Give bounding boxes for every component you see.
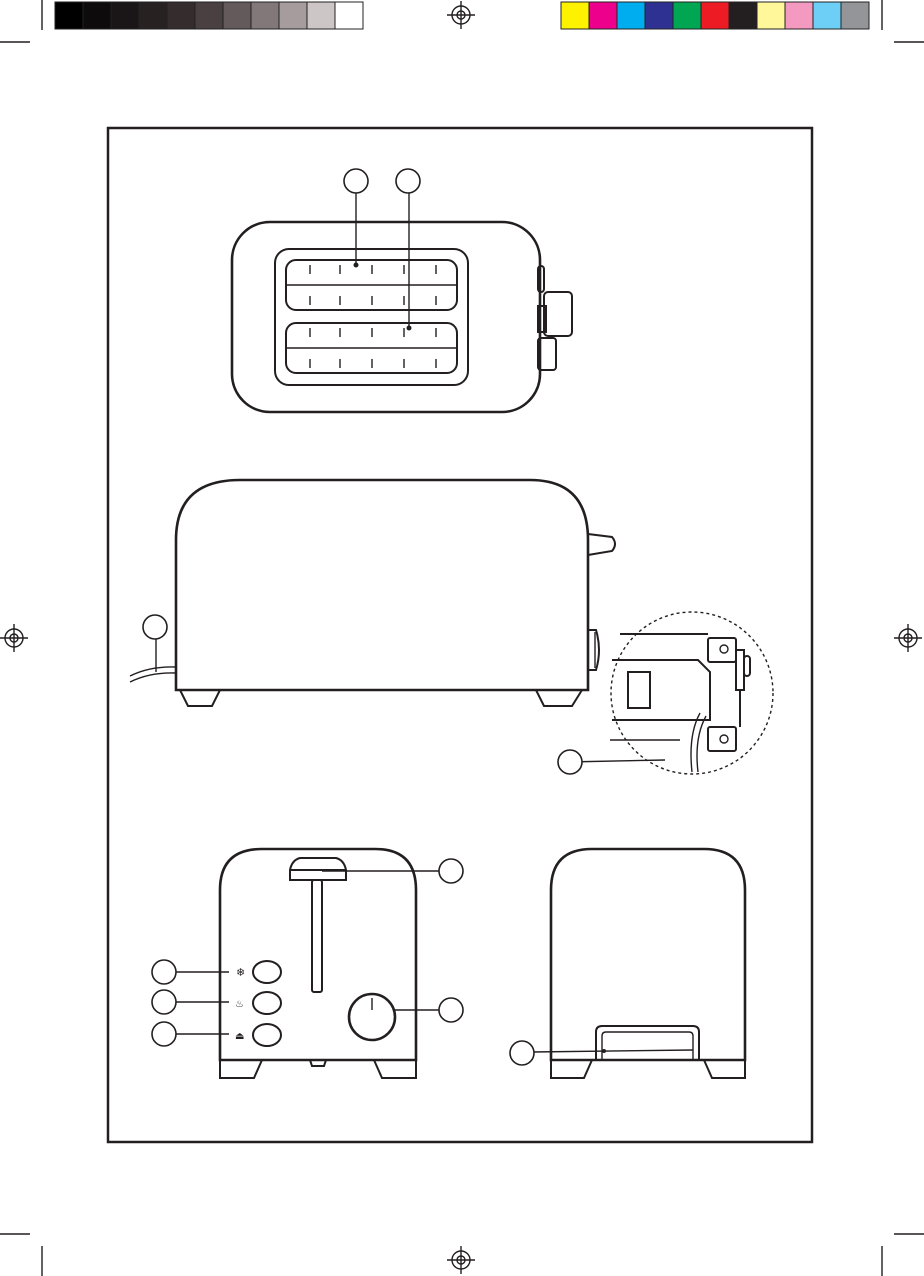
callout-lever — [439, 859, 463, 883]
defrost-icon: ❄ — [236, 966, 245, 979]
color-swatch-7 — [757, 2, 785, 29]
toaster-top-view — [232, 193, 572, 412]
color-swatch-0 — [561, 2, 589, 29]
callout-reheat — [152, 990, 176, 1014]
callout-cord-storage — [558, 750, 582, 774]
color-swatch-10 — [841, 2, 869, 29]
color-swatch-3 — [645, 2, 673, 29]
callout-cancel — [152, 1022, 176, 1046]
crumb-tray — [596, 1026, 699, 1060]
grey-swatch-9 — [307, 2, 335, 29]
registration-mark-top — [447, 1, 475, 29]
registration-mark-right — [894, 624, 922, 652]
registration-mark-left — [0, 624, 28, 652]
grey-swatch-6 — [223, 2, 251, 29]
knob-side — [588, 630, 599, 670]
printer-color-bar — [561, 2, 869, 29]
callout-browning-knob — [439, 998, 463, 1022]
reheat-icon: ♨ — [235, 999, 244, 1010]
color-swatch-4 — [673, 2, 701, 29]
cancel-icon: ⏏ — [235, 1031, 244, 1042]
color-swatch-2 — [617, 2, 645, 29]
callout-top-left — [344, 169, 368, 193]
color-swatch-8 — [785, 2, 813, 29]
bread-slot-grill-lines — [286, 265, 457, 368]
lever-handle-side — [588, 534, 615, 555]
callout-top-right — [396, 169, 420, 193]
side-controls-top-view — [538, 266, 572, 370]
toaster-rear-view — [532, 849, 745, 1078]
color-swatch-9 — [813, 2, 841, 29]
toaster-front-view: ❄ ♨ ⏏ — [165, 849, 440, 1078]
grey-swatch-7 — [251, 2, 279, 29]
grey-swatch-10 — [335, 2, 363, 29]
registration-mark-bottom — [447, 1246, 475, 1274]
grey-swatch-5 — [195, 2, 223, 29]
grey-swatch-1 — [83, 2, 111, 29]
printer-grey-scale-bar — [55, 2, 363, 29]
grey-swatch-2 — [111, 2, 139, 29]
callout-cord — [143, 615, 167, 639]
callout-defrost — [152, 960, 176, 984]
callout-crumb-tray — [510, 1041, 534, 1065]
grey-swatch-8 — [279, 2, 307, 29]
color-swatch-1 — [589, 2, 617, 29]
grey-swatch-0 — [55, 2, 83, 29]
color-swatch-5 — [701, 2, 729, 29]
color-swatch-6 — [729, 2, 757, 29]
grey-swatch-4 — [167, 2, 195, 29]
toaster-side-view — [130, 480, 615, 706]
grey-swatch-3 — [139, 2, 167, 29]
